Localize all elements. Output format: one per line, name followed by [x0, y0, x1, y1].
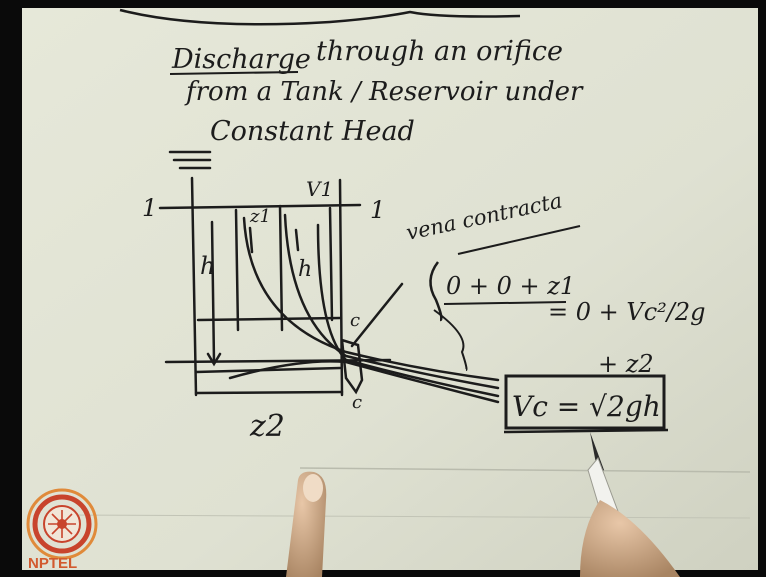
- heading-line3: Constant Head: [210, 116, 415, 147]
- elevation-z1-label: z1: [249, 206, 271, 227]
- result-equation: Vc = √2gh: [512, 390, 661, 423]
- heading-underline: [169, 71, 299, 75]
- heading-line2: from a Tank / Reservoir under: [184, 77, 584, 107]
- heading-line1-rest: through an orifice: [316, 36, 563, 67]
- nptel-logo: [26, 488, 98, 560]
- finger-pointer: [286, 471, 327, 577]
- equation-rhs-line2: + z2: [598, 350, 654, 378]
- section-c-top: c: [350, 310, 360, 331]
- result-box: [504, 374, 666, 430]
- tank-diagram: [158, 150, 500, 404]
- paper-background: [22, 8, 758, 570]
- nptel-logo-text: NPTEL: [28, 555, 77, 572]
- pen-in-hand: [580, 432, 680, 577]
- velocity-v1-label: V1: [306, 177, 333, 201]
- equation-rhs-line1: = 0 + Vc²/2g: [548, 298, 706, 326]
- section-1-left: 1: [142, 194, 157, 222]
- top-brace-stroke: [119, 8, 521, 26]
- head-h-right: h: [298, 257, 312, 282]
- equation-lhs: 0 + 0 + z1: [446, 272, 575, 300]
- head-h-left: h: [200, 252, 215, 280]
- section-c-bottom: c: [352, 392, 362, 413]
- datum-z2-label: z2: [249, 409, 285, 444]
- heading-line1-word: Discharge: [171, 44, 311, 75]
- section-1-right: 1: [370, 196, 385, 224]
